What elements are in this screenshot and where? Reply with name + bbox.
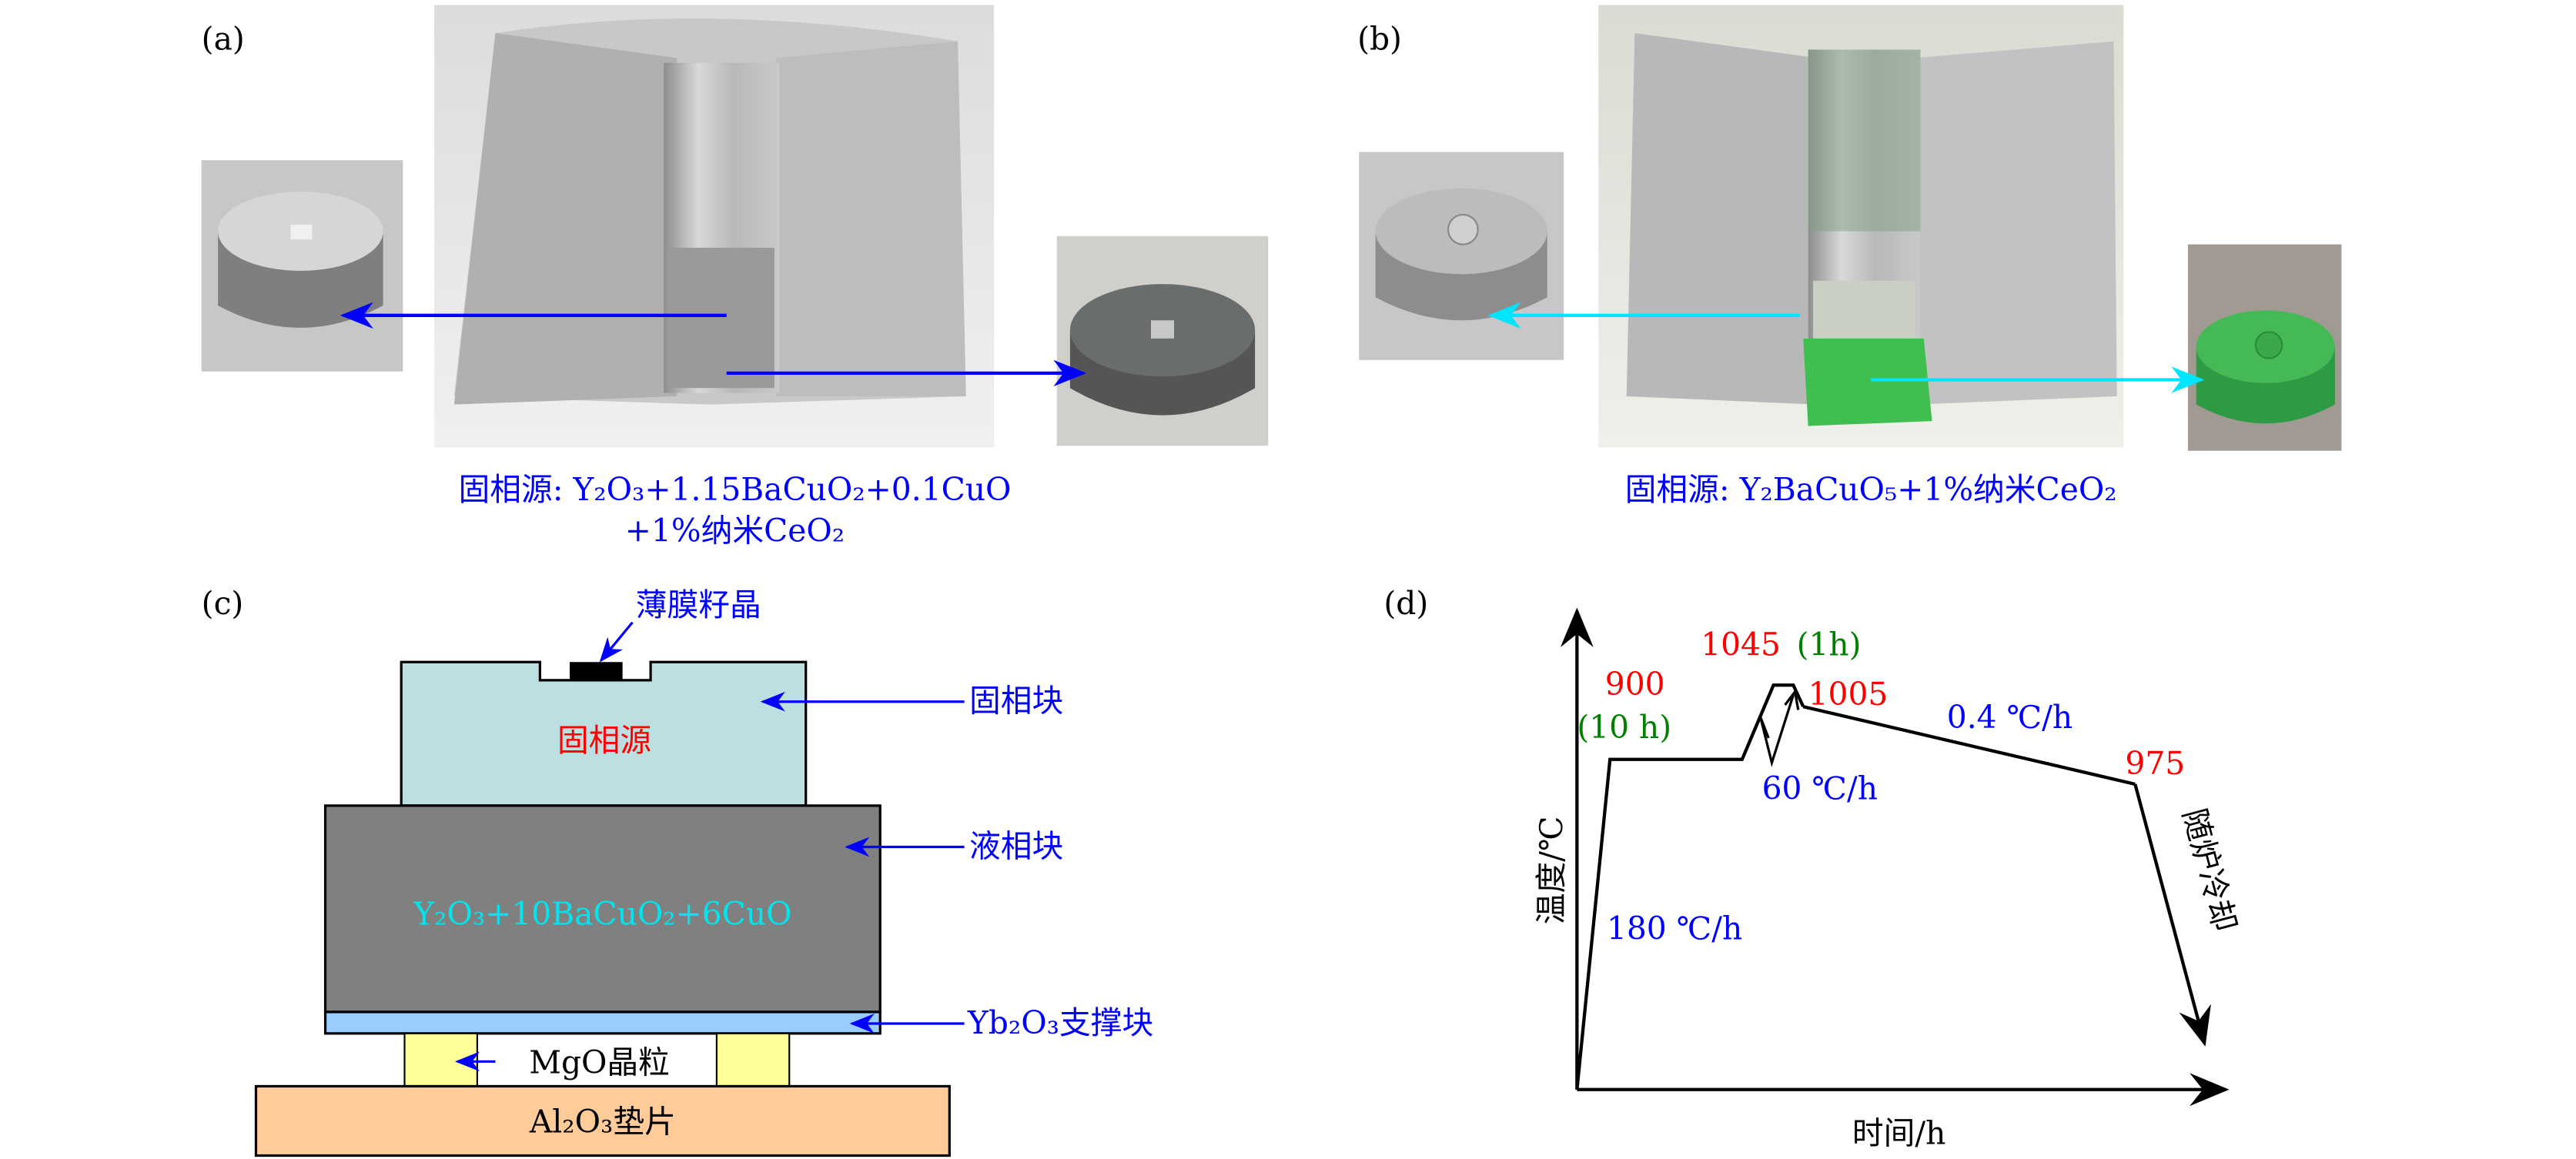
rate-arrowheads — [1751, 688, 1800, 739]
crucible-photo-b — [1598, 5, 2124, 448]
t975: 975 — [2125, 745, 2185, 782]
rate04: 0.4 ℃/h — [1947, 699, 2073, 736]
inset-photo-b-left — [1359, 152, 1564, 360]
rate60: 60 ℃/h — [1762, 770, 1878, 807]
caption-b: 固相源: Y₂BaCuO₅+1%纳米CeO₂ — [1625, 471, 2117, 508]
liquid-block-label: 液相块 — [969, 827, 1063, 864]
cooling-label: 随炉冷却 — [2176, 805, 2244, 936]
caption-a-line2: +1%纳米CeO₂ — [625, 513, 845, 549]
seed-arrow — [599, 621, 634, 663]
solid-block-label: 固相块 — [969, 683, 1063, 720]
panel-a-label: (a) — [202, 20, 245, 57]
inset-photo-a-right — [1056, 235, 1269, 446]
y-axis-label: 温度/℃ — [1533, 816, 1570, 924]
yb2o3-support — [323, 1010, 882, 1035]
mgo-grain-left — [403, 1032, 478, 1087]
inset-photo-a-left — [201, 160, 403, 372]
heating-profile — [1575, 683, 1805, 1090]
seed-crystal — [569, 662, 623, 680]
panel-b: (b) 固相源: Y₂BaCuO₅+1%纳米CeO₂ — [1357, 5, 2342, 508]
solid-source-text: 固相源 — [557, 722, 651, 759]
slow-cooling-segment — [1802, 705, 2136, 787]
crucible-photo-a — [434, 5, 995, 448]
rate-indicator — [1758, 694, 1795, 767]
substrate-label: Al₂O₃垫片 — [529, 1104, 676, 1141]
t1005: 1005 — [1808, 676, 1889, 713]
furnace-cooling-segment — [2133, 783, 2211, 1047]
panel-c-label: (c) — [202, 585, 244, 622]
inset-photo-b-right — [2187, 244, 2342, 451]
panel-d-label: (d) — [1383, 585, 1428, 622]
support-label: Yb₂O₃支撑块 — [967, 1004, 1153, 1041]
mgo-label: MgO晶粒 — [529, 1044, 670, 1081]
hold1045: (1h) — [1797, 626, 1862, 663]
liquid-block — [323, 804, 882, 1014]
x-axis-label: 时间/h — [1852, 1115, 1945, 1152]
panel-d: (d) 900 (10 h) 1045 (1h) 1005 0.4 ℃/h 97… — [1383, 585, 2243, 1152]
panel-c: (c) 固相源 Y₂O₃+10BaCuO₂+6CuO Al₂O₃垫片 MgO晶粒… — [202, 585, 1153, 1157]
al2o3-substrate — [254, 1084, 951, 1157]
mgo-grain-right — [715, 1032, 791, 1087]
caption-a-line1: 固相源: Y₂O₃+1.15BaCuO₂+0.1CuO — [458, 471, 1011, 508]
seed-label: 薄膜籽晶 — [636, 586, 761, 623]
rate180: 180 ℃/h — [1607, 910, 1742, 947]
t1045: 1045 — [1701, 626, 1781, 663]
liquid-formula: Y₂O₃+10BaCuO₂+6CuO — [413, 895, 791, 932]
t900: 900 — [1605, 666, 1665, 703]
panel-b-label: (b) — [1357, 20, 1402, 57]
hold900: (10 h) — [1577, 709, 1671, 746]
panel-a: (a) 固相源: Y₂O₃+1.15BaCuO₂+0.1CuO +1%纳米CeO… — [201, 5, 1269, 549]
